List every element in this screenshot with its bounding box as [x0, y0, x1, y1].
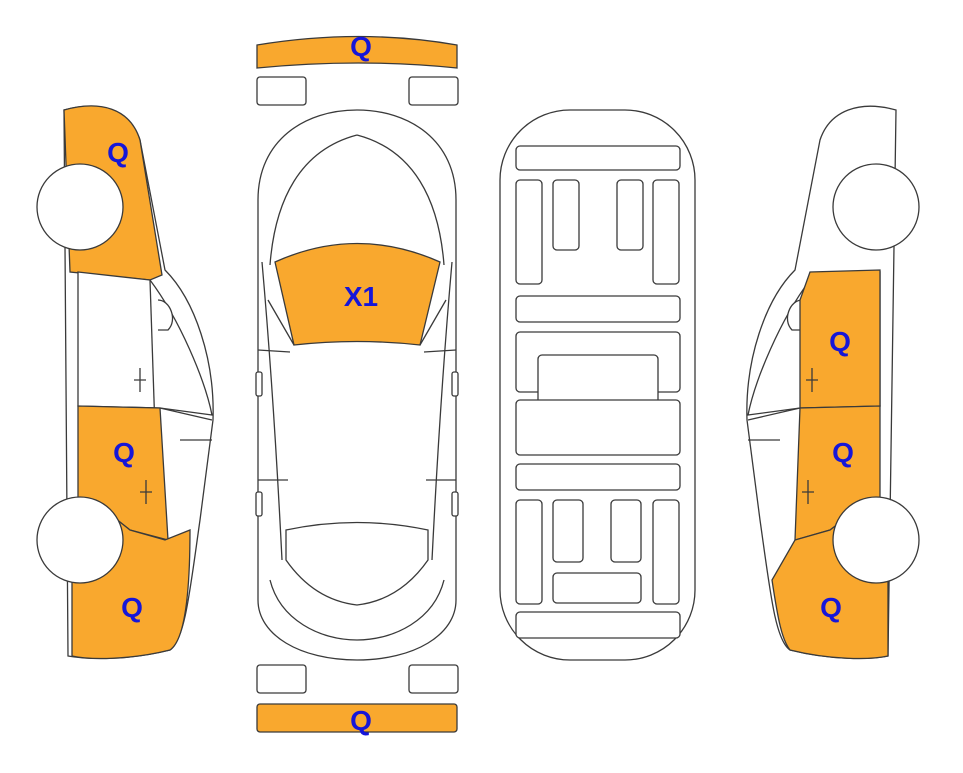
left-front-wheel — [36, 163, 124, 251]
underbody-rail-4 — [652, 179, 680, 285]
hood-line-right — [356, 134, 445, 266]
side-glass-left — [261, 261, 295, 561]
label-left-rear-quarter: Q — [121, 592, 143, 623]
door-seam-left — [257, 349, 291, 481]
right-mirror — [451, 371, 459, 397]
label-windshield: X1 — [344, 281, 378, 312]
right-front-door-panel[interactable] — [799, 269, 881, 409]
label-left-front-fender: Q — [107, 137, 129, 168]
right-rear-door-handle — [802, 480, 814, 504]
left-rear-wheel — [36, 496, 124, 584]
underbody-rail-8 — [652, 499, 680, 605]
underbody-rail-6 — [552, 499, 584, 563]
trunk-line — [269, 579, 445, 641]
underbody-crossmember-2 — [515, 463, 681, 491]
side-glass-right — [419, 261, 453, 561]
left-mirror-rear — [255, 491, 263, 517]
underbody-rail-2 — [552, 179, 580, 251]
label-right-front-door: Q — [829, 326, 851, 357]
right-mirror-rear — [451, 491, 459, 517]
left-rear-door-handle — [140, 480, 152, 504]
right-front-wheel — [832, 163, 920, 251]
left-side-glass — [77, 271, 213, 416]
right-mirror-side — [786, 299, 803, 331]
hood-line-left — [269, 134, 358, 266]
right-headlight — [408, 76, 459, 106]
underbody-rear-box — [552, 572, 642, 604]
label-right-rear-door: Q — [832, 437, 854, 468]
right-taillight — [408, 664, 459, 694]
right-rear-wheel — [832, 496, 920, 584]
underbody-rail-1 — [515, 179, 543, 285]
underbody-rail-5 — [515, 499, 543, 605]
top-view-car — [255, 35, 459, 733]
front-bumper-panel[interactable] — [256, 35, 458, 69]
underbody-view — [499, 109, 696, 661]
label-left-rear-door: Q — [113, 437, 135, 468]
label-right-rear-quarter: Q — [820, 592, 842, 623]
left-door-line — [159, 407, 213, 441]
left-side-car — [36, 105, 214, 660]
underbody-rail-7 — [610, 499, 642, 563]
label-front-bumper: Q — [350, 31, 372, 62]
top-body-outline — [257, 109, 457, 661]
underbody-crossmember-1 — [515, 295, 681, 323]
right-door-line — [747, 407, 801, 441]
label-rear-bumper: Q — [350, 705, 372, 736]
door-seam-right — [423, 349, 457, 481]
underbody-front-bar — [515, 145, 681, 171]
right-front-door-handle — [806, 368, 818, 392]
rear-bumper-panel[interactable] — [256, 703, 458, 733]
left-mirror — [255, 371, 263, 397]
rear-window — [285, 521, 429, 606]
underbody-rear-bar — [515, 611, 681, 639]
left-front-door-handle — [134, 368, 146, 392]
left-headlight — [256, 76, 307, 106]
damage-labels: Q X1 Q Q Q Q Q Q Q — [107, 31, 854, 736]
underbody-rail-3 — [616, 179, 644, 251]
right-side-car — [746, 105, 920, 660]
left-taillight — [256, 664, 307, 694]
windshield-panel[interactable] — [274, 242, 441, 346]
left-mirror-side — [157, 299, 174, 331]
underbody-floor-rear — [515, 399, 681, 456]
